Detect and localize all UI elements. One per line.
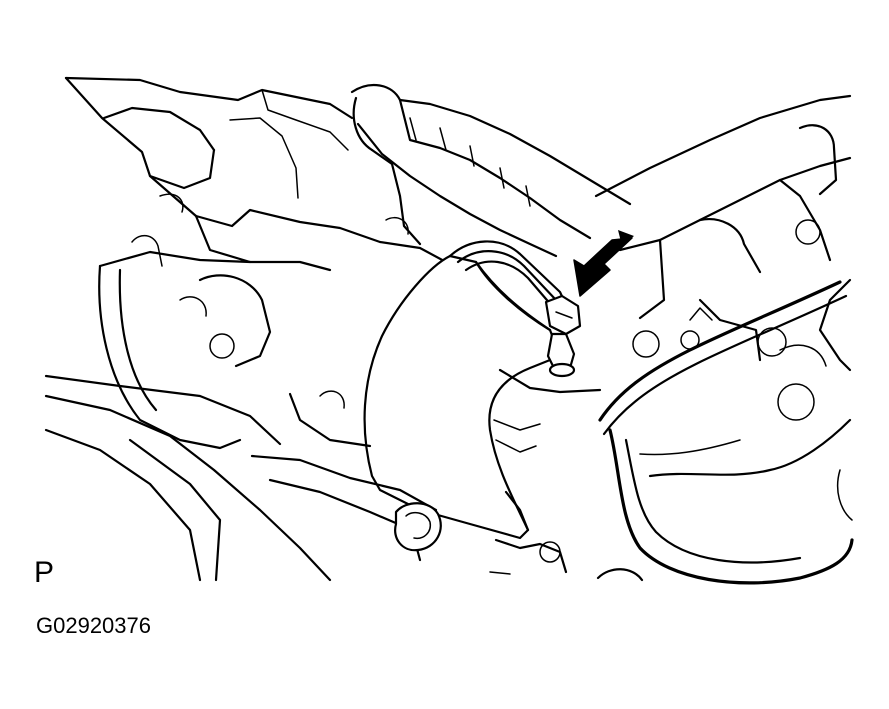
arrow-pointer-icon bbox=[573, 230, 634, 297]
view-label: P bbox=[34, 556, 55, 589]
engine-cover-left bbox=[64, 76, 448, 272]
intake-tube-upper bbox=[350, 83, 632, 258]
lower-center-parts bbox=[288, 390, 644, 582]
engine-block-right bbox=[594, 94, 852, 421]
intake-hose bbox=[363, 240, 602, 540]
lower-mount bbox=[44, 374, 442, 582]
figure-code: G02920376 bbox=[36, 613, 151, 638]
wiring-harness bbox=[598, 280, 854, 585]
hose-clamp-screw bbox=[544, 294, 582, 378]
left-bracket bbox=[98, 234, 272, 450]
